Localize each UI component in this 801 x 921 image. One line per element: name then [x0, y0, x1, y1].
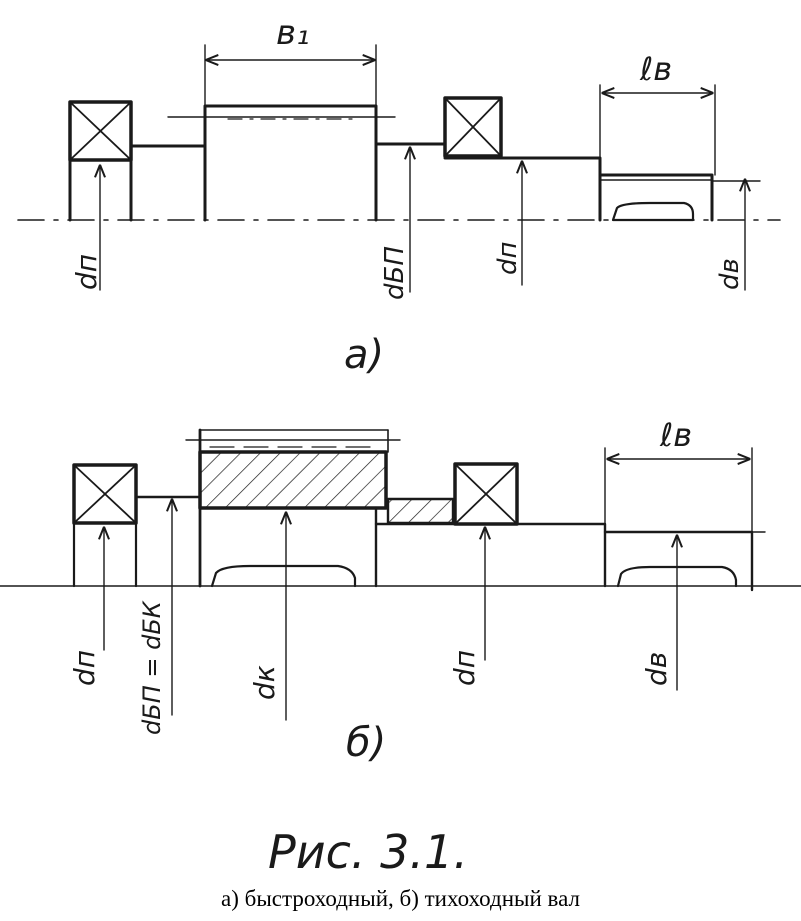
part-a-label-b1: в₁: [276, 13, 310, 53]
part-b-bearing-right: [453, 462, 519, 526]
part-a-shaft-middle: [443, 156, 714, 222]
part-b-keyway-output: [616, 565, 738, 588]
part-a-label-lb: ℓв: [639, 50, 672, 88]
part-b-gear-hub: [185, 428, 401, 588]
part-a-bearing-left: [68, 100, 133, 222]
part-b-label-dk: dк: [248, 665, 281, 700]
part-b-keyway-gear: [210, 564, 357, 588]
part-b-label-db: dв: [640, 652, 673, 686]
part-a-label-dn: dп: [70, 254, 103, 290]
part-a-bearing-right: [443, 96, 503, 158]
part-a-drawing: в₁ ℓв dп dБП dп dв а): [17, 13, 781, 378]
part-a-label-db: dв: [715, 258, 745, 290]
part-a-label: а): [344, 332, 384, 378]
part-b-label-dn2: dп: [448, 650, 481, 686]
part-b-label-dbp-dbk: dБП = dБК: [138, 600, 166, 735]
part-b-spacer: [386, 497, 455, 525]
figure-caption: а) быстроходный, б) тихоходный вал: [221, 886, 580, 911]
part-b-label: б): [346, 720, 386, 766]
part-a-label-dn2: dп: [493, 241, 523, 275]
part-b-label-dn: dп: [68, 650, 101, 686]
figure-title: Рис. 3.1.: [268, 825, 468, 879]
part-a-keyway: [611, 201, 695, 222]
part-b-drawing: ℓв dп dБП = dБК dк dп dв б): [0, 416, 801, 766]
part-a-label-dbp: dБП: [380, 246, 410, 300]
part-b-bearing-left: [72, 463, 138, 588]
part-b-shaft-output: [374, 522, 607, 588]
part-a-shaft-step-left: [129, 144, 207, 222]
part-a-pinion-section: [167, 104, 396, 222]
part-b-label-lb: ℓв: [659, 416, 692, 454]
